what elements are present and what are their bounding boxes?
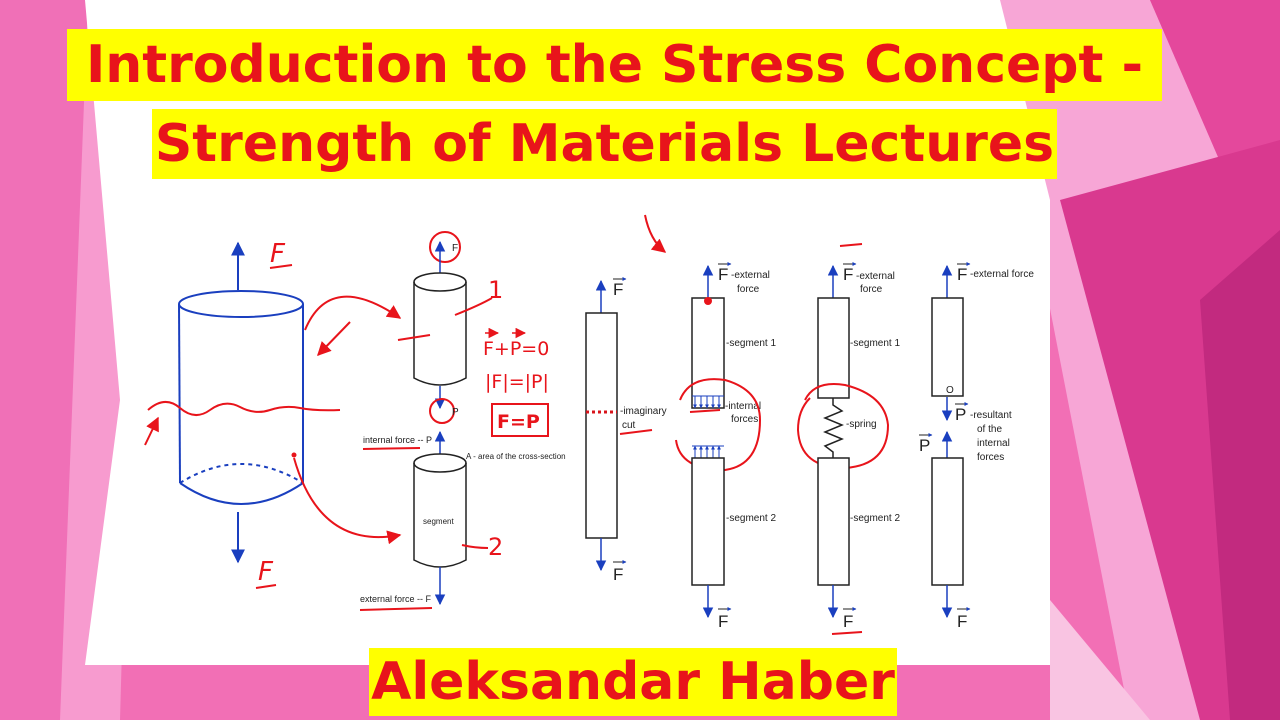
bar-internal-forces-label-2: forces — [731, 414, 758, 425]
bar-spring: F -external force -segment 1 -spring -se… — [796, 243, 900, 635]
imaginary-cut-label-1: -imaginary — [620, 406, 667, 417]
bar-resultant-segment1 — [931, 297, 964, 397]
bar-internal-forces-label-1: -internal — [725, 401, 761, 412]
bar-resultant-segment2 — [931, 457, 964, 586]
handwriting-mark — [461, 544, 489, 549]
imaginary-cut-label-2: cut — [622, 420, 636, 431]
handwriting-mark — [839, 243, 863, 247]
bar-internal-segment2 — [691, 457, 725, 586]
bar-resultant-force-top: F — [957, 265, 967, 284]
cylinder-figure: F F — [144, 239, 402, 589]
equations: F+P=0 |F|=|P| F=P — [483, 327, 549, 437]
author-name: Aleksandar Haber — [369, 648, 897, 716]
bar-internal-force-bottom: F — [718, 612, 728, 631]
bar-spring-force-top: F — [843, 265, 853, 284]
segment1-top — [413, 272, 467, 292]
bar-spring-ext-label-1: -external — [856, 271, 895, 282]
bar-cut-force-bottom: F — [613, 565, 623, 584]
bar-spring-force-bottom: F — [843, 612, 853, 631]
handwriting-mark — [397, 334, 431, 341]
bar-resultant-label-1: -resultant — [970, 410, 1012, 421]
segment2-number: 2 — [488, 533, 503, 561]
bar-internal-segment2-label: -segment 2 — [726, 513, 776, 524]
handwriting-mark — [689, 409, 721, 413]
title-line-1: Introduction to the Stress Concept - — [67, 29, 1162, 101]
bar-imaginary-cut: F -imaginary cut F — [585, 277, 667, 584]
bar-internal-segment1 — [691, 297, 725, 409]
handwriting-curve-bottom — [293, 457, 402, 545]
handwriting-mark — [454, 297, 493, 316]
equation-result-box — [491, 403, 549, 437]
bar-resultant-force-mid: P — [955, 405, 966, 424]
area-label: A - area of the cross-section — [466, 452, 566, 461]
handwriting-underline — [255, 584, 277, 589]
handwriting-underline — [359, 607, 433, 611]
segment2-body — [413, 463, 467, 568]
bar-resultant-force-left: P — [919, 436, 930, 455]
handwriting-underline — [831, 631, 863, 635]
equation-magnitudes: |F|=|P| — [485, 371, 549, 393]
bar-cut-force-top: F — [613, 280, 623, 299]
internal-forces-arrows-bottom — [692, 445, 724, 458]
handwriting-dot — [704, 297, 712, 305]
handwriting-underline — [269, 264, 293, 269]
external-force-label: external force -- F — [360, 594, 432, 604]
bar-spring-segment2 — [817, 457, 850, 586]
equation-vector-sum: F+P=0 — [483, 338, 549, 360]
bar-cut-rectangle — [585, 312, 618, 539]
bar-resultant-force-bottom: F — [957, 612, 967, 631]
equation-result: F=P — [497, 411, 540, 433]
segment2-top — [413, 453, 467, 473]
handwriting-circle — [429, 231, 461, 263]
handwriting-underline — [362, 447, 421, 450]
cylinder-left-edge — [178, 303, 181, 484]
internal-forces-arrows-top — [692, 395, 724, 409]
segment2-label: segment — [423, 517, 454, 526]
segment1-body — [413, 282, 467, 386]
handwriting-arrow — [317, 321, 351, 357]
handwriting-dot — [291, 452, 297, 458]
bar-spring-segment2-label: -segment 2 — [850, 513, 900, 524]
bar-internal-force-top: F — [718, 265, 728, 284]
handwriting-curve-top — [304, 295, 402, 331]
cylinder-top — [178, 290, 304, 318]
internal-force-label: internal force -- P — [363, 435, 432, 445]
spring — [823, 398, 844, 458]
force-label-top: F — [270, 239, 286, 269]
bar-internal-segment1-label: -segment 1 — [726, 338, 776, 349]
bar-spring-spring-label: -spring — [846, 419, 877, 430]
force-label-bottom: F — [258, 557, 274, 587]
bar-resultant-ext-label: -external force — [970, 269, 1034, 280]
handwriting-arrow — [144, 416, 159, 446]
cylinder-bottom-front — [179, 482, 304, 505]
handwriting-arrow — [644, 214, 667, 253]
segment1-force-label: F — [452, 243, 458, 254]
bar-resultant-point-label: O — [946, 385, 954, 396]
segment1-internal-force-label: P — [452, 407, 459, 418]
cut-segments-figure: F 1 P internal force -- P A - area of th… — [359, 231, 566, 611]
bar-internal-forces: F -external force -segment 1 -internal f… — [675, 262, 776, 631]
bar-spring-ext-label-2: force — [860, 284, 883, 295]
handwriting-underline — [619, 429, 653, 435]
bar-internal-ext-label-1: -external — [731, 270, 770, 281]
bar-spring-segment1-label: -segment 1 — [850, 338, 900, 349]
title-line-2: Strength of Materials Lectures — [152, 109, 1057, 179]
bar-resultant-label-3: internal — [977, 438, 1010, 449]
segment1-number: 1 — [488, 276, 503, 304]
handwriting-circle — [429, 398, 455, 424]
bar-resultant-label-2: of the — [977, 424, 1002, 435]
bar-resultant: F -external force O P -resultant of the … — [919, 262, 1034, 631]
cylinder-bottom-back — [179, 463, 304, 484]
handwriting-circle — [796, 383, 890, 470]
bar-spring-segment1 — [817, 297, 850, 399]
cut-wavy-line — [147, 401, 341, 416]
bar-internal-ext-label-2: force — [737, 284, 760, 295]
bar-resultant-label-4: forces — [977, 452, 1004, 463]
